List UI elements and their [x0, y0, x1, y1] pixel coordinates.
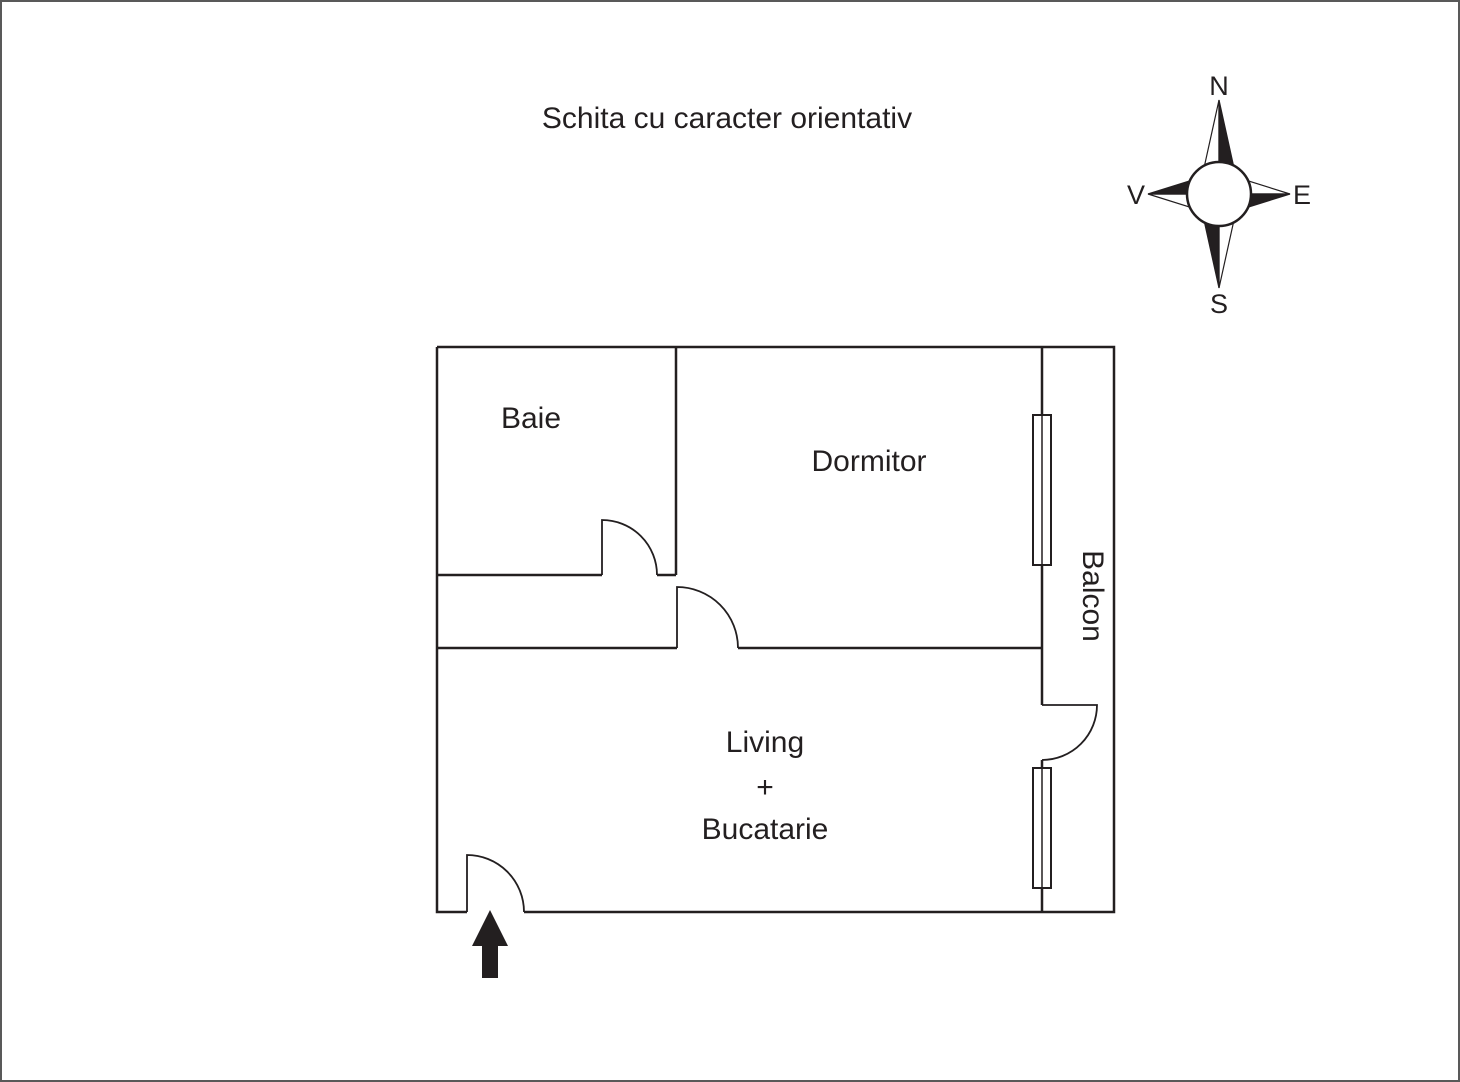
room-label-dormitor: Dormitor: [811, 445, 926, 478]
door-entrance: [466, 854, 525, 913]
compass-label-north: N: [1209, 71, 1229, 101]
entrance-arrow-icon: [472, 910, 508, 978]
compass-label-south: S: [1210, 289, 1228, 319]
compass-center-circle: [1185, 160, 1253, 228]
door-balcony: [1041, 704, 1098, 761]
walls: [435, 345, 1116, 914]
compass-label-east: E: [1293, 180, 1311, 210]
room-label-balcon: Balcon: [1076, 550, 1109, 642]
room-label-baie: Baie: [501, 402, 561, 435]
doors: [466, 519, 1098, 913]
room-label-living-line2: +: [756, 771, 774, 804]
door-dormitor: [676, 586, 739, 649]
room-label-living-line1: Living: [726, 726, 804, 759]
door-baie: [601, 519, 658, 576]
room-labels: Baie Dormitor Living + Bucatarie Balcon: [501, 402, 1109, 846]
room-label-living-line3: Bucatarie: [702, 813, 829, 846]
windows: [1032, 414, 1052, 889]
outer-wall: [435, 345, 1116, 914]
compass-rose-icon: N E S V: [1127, 71, 1311, 319]
compass-label-west: V: [1127, 180, 1145, 210]
page-title: Schita cu caracter orientativ: [542, 102, 912, 135]
